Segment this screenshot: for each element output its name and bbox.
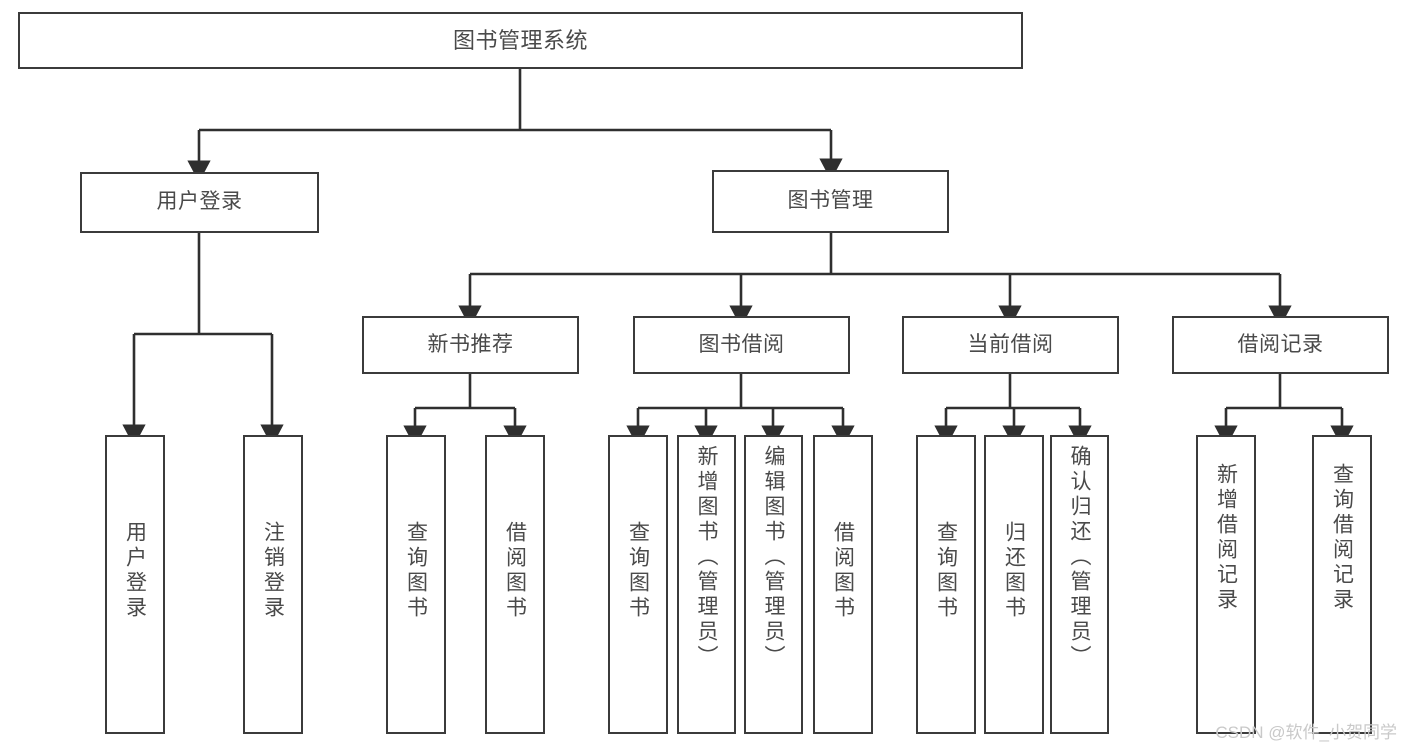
node-book-manage[interactable]: 图书管理 bbox=[712, 170, 949, 233]
edge-group-book-manage bbox=[458, 233, 1292, 328]
node-leaf-query-book-cb-label: 查询图书 bbox=[934, 521, 958, 621]
node-user-login[interactable]: 用户登录 bbox=[80, 172, 319, 233]
node-leaf-edit-book[interactable]: 编辑图书（管理员） bbox=[744, 435, 803, 734]
node-leaf-query-record[interactable]: 查询借阅记录 bbox=[1312, 435, 1372, 734]
edge-group-root bbox=[187, 69, 843, 183]
node-leaf-query-book-bb-label: 查询图书 bbox=[626, 521, 650, 621]
node-borrow-record[interactable]: 借阅记录 bbox=[1172, 316, 1389, 374]
node-leaf-add-book[interactable]: 新增图书（管理员） bbox=[677, 435, 736, 734]
node-leaf-borrow-book-bb-label: 借阅图书 bbox=[831, 521, 855, 621]
node-leaf-query-record-label: 查询借阅记录 bbox=[1330, 463, 1354, 613]
node-leaf-confirm-return[interactable]: 确认归还（管理员） bbox=[1050, 435, 1109, 734]
node-root[interactable]: 图书管理系统 bbox=[18, 12, 1023, 69]
node-leaf-query-book-cb[interactable]: 查询图书 bbox=[916, 435, 976, 734]
node-leaf-query-book-rec[interactable]: 查询图书 bbox=[386, 435, 446, 734]
node-leaf-add-record[interactable]: 新增借阅记录 bbox=[1196, 435, 1256, 734]
node-leaf-logout-label: 注销登录 bbox=[261, 521, 285, 621]
node-leaf-borrow-book-rec-label: 借阅图书 bbox=[503, 521, 527, 621]
node-leaf-add-record-label: 新增借阅记录 bbox=[1214, 463, 1238, 613]
edge-group-borrow-record bbox=[1214, 374, 1354, 448]
node-user-login-label: 用户登录 bbox=[156, 190, 243, 214]
node-leaf-borrow-book-rec[interactable]: 借阅图书 bbox=[485, 435, 545, 734]
node-new-book-rec[interactable]: 新书推荐 bbox=[362, 316, 579, 374]
node-leaf-user-login-label: 用户登录 bbox=[123, 521, 147, 621]
node-current-borrow[interactable]: 当前借阅 bbox=[902, 316, 1119, 374]
node-book-borrow-label: 图书借阅 bbox=[698, 332, 785, 356]
node-borrow-record-label: 借阅记录 bbox=[1237, 332, 1324, 356]
node-leaf-add-book-label: 新增图书（管理员） bbox=[695, 445, 718, 670]
node-leaf-edit-book-label: 编辑图书（管理员） bbox=[762, 445, 785, 670]
csdn-watermark: CSDN @软件_小贺同学 bbox=[1215, 723, 1397, 742]
node-current-borrow-label: 当前借阅 bbox=[967, 332, 1054, 356]
node-root-label: 图书管理系统 bbox=[452, 27, 588, 53]
node-leaf-return-book[interactable]: 归还图书 bbox=[984, 435, 1044, 734]
node-book-borrow[interactable]: 图书借阅 bbox=[633, 316, 850, 374]
edge-group-book-borrow bbox=[626, 374, 855, 448]
node-leaf-return-book-label: 归还图书 bbox=[1002, 521, 1026, 621]
node-new-book-rec-label: 新书推荐 bbox=[427, 332, 514, 356]
node-book-manage-label: 图书管理 bbox=[787, 189, 874, 213]
node-leaf-query-book-rec-label: 查询图书 bbox=[404, 521, 428, 621]
edge-group-current-borrow bbox=[934, 374, 1092, 448]
edge-group-user-login bbox=[122, 233, 284, 447]
node-leaf-borrow-book-bb[interactable]: 借阅图书 bbox=[813, 435, 873, 734]
node-leaf-confirm-return-label: 确认归还（管理员） bbox=[1068, 445, 1091, 670]
node-leaf-query-book-bb[interactable]: 查询图书 bbox=[608, 435, 668, 734]
node-leaf-user-login[interactable]: 用户登录 bbox=[105, 435, 165, 734]
edge-group-new-book-rec bbox=[403, 374, 527, 448]
node-leaf-logout[interactable]: 注销登录 bbox=[243, 435, 303, 734]
